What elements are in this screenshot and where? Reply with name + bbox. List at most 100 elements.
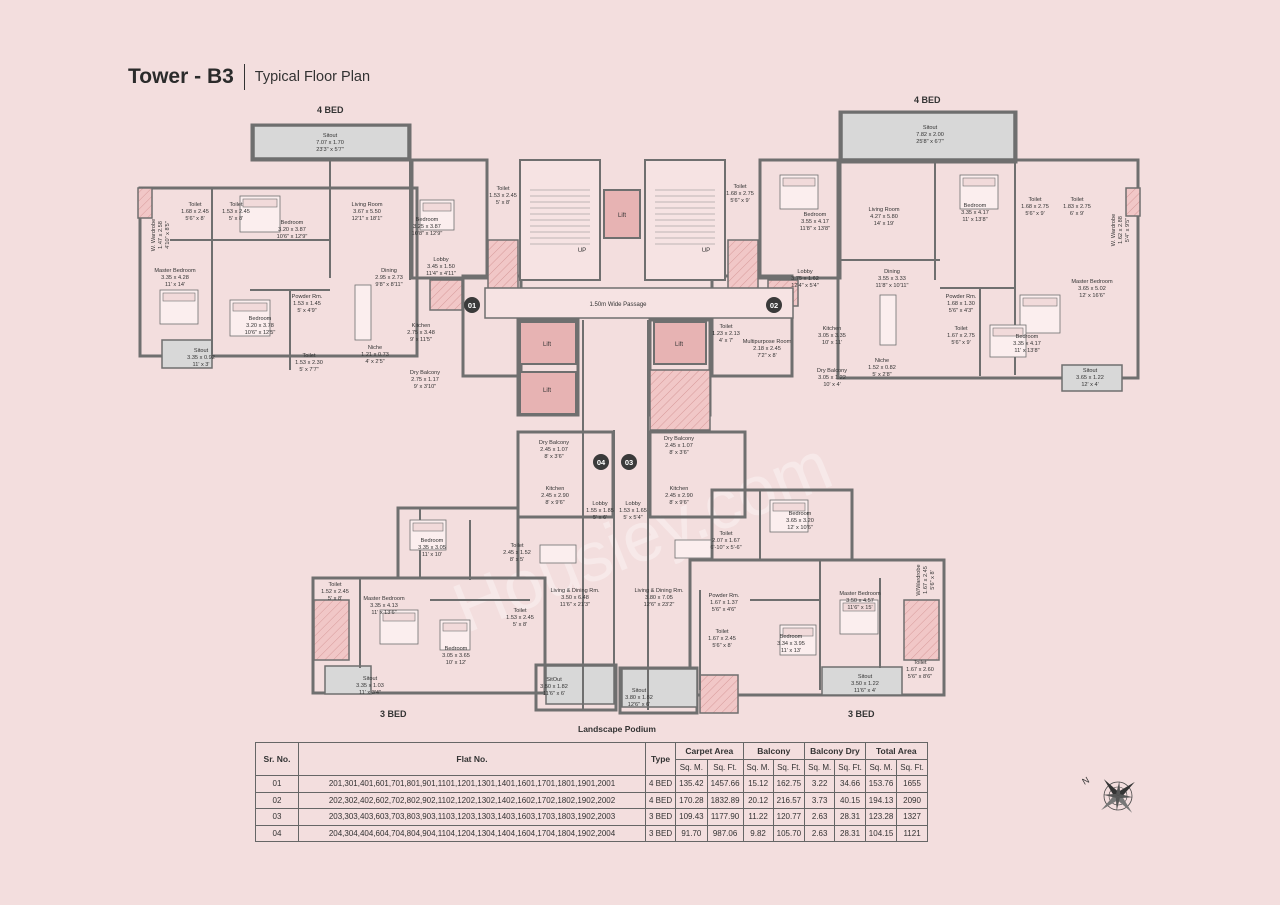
room-label-line: 3.35 x 1.03 [356,683,384,689]
unit-marker-badge [766,297,782,313]
unit-shell [648,430,747,519]
room-label-line: Toilet [954,326,968,332]
room-label-line: W/Wardrobe [916,564,922,595]
room-label-line: 1.67 x 1.37 [710,600,738,606]
room-label-line: 25'8" x 6'7" [916,139,944,145]
room-label-line: Toilet [1070,197,1084,203]
unit-shell [534,663,618,712]
room-label-line: 5'6" x 8' [930,570,936,589]
cell-bal-sqm: 11.22 [742,808,774,826]
unit-sqm: Sq. M. [742,758,774,776]
unit-marker-badge [621,454,637,470]
unit-marker-label: 01 [468,301,476,310]
room-label-line: 3.75 x 1.62 [791,276,819,282]
room-label-line: 11'4" x 4'11" [426,271,456,277]
room-label-line: 3.05 x 3.35 [818,333,846,339]
room-label-line: 11'6" x 4' [854,688,876,694]
room-label-line: 7'2" x 8' [757,353,776,359]
room-label-line: 2.45 x 1.52 [503,550,531,556]
room-label-line: 5'6" x 9' [1025,211,1044,217]
room-label-line: 3.34 x 3.95 [777,641,805,647]
room-label-line: Sitout [858,674,873,680]
shaft-hatch [313,599,350,661]
room-label-line: 4.27 x 5.80 [870,214,898,220]
cell-flats: 202,302,402,602,702,802,902,1102,1202,13… [298,791,646,809]
room-label-line: 5'6" x 4'6" [712,607,736,613]
cell-bal-sqft: 105.70 [772,824,806,842]
sitout [324,665,372,695]
pillow [382,612,416,622]
pillow [962,177,996,187]
cell-total-sqft: 1121 [896,824,928,842]
room-label-line: 7.82 x 2.00 [916,132,944,138]
unit-shell [836,158,1140,380]
room-label-line: 1.68 x 2.75 [1021,204,1049,210]
room-label-line: Kitchen [412,323,431,329]
lift-label: Lift [543,388,551,394]
room-label-line: Bedroom [421,538,444,544]
room-label-line: 12'1" x 18'1" [352,216,383,222]
room-label-line: 2.45 x 2.90 [541,493,569,499]
room-label-line: Toilet [328,582,342,588]
room-label-line: 10' x 4' [823,382,840,388]
room-label-line: 1.53 x 2.30 [295,360,323,366]
cell-bal-sqm: 20.12 [742,791,774,809]
room-label-line: 3.35 x 4.28 [161,275,189,281]
room-label-line: Multipurpose Room [743,339,792,345]
room-label-line: Dry Balcony [410,370,440,376]
room-label-line: 5'6" x 8' [185,216,204,222]
room-label-line: 5' x 4'9" [297,308,316,314]
pillow [162,292,196,302]
room-label-line: 1.53 x 2.45 [506,615,534,621]
room-label-line: 1.52 x 2.45 [321,589,349,595]
lift-label: Lift [543,342,551,348]
room-label-line: 2.95 x 2.73 [375,275,403,281]
pillow [1022,297,1058,307]
watermark: Housiey.com [442,425,842,647]
page-title: Tower - B3 [128,65,234,88]
room-label-line: 5'6" x 8' [712,643,731,649]
cell-dry-sqm: 2.63 [804,824,836,842]
room-label-line: Toilet [715,629,729,635]
room-label-line: 11' x 10' [422,552,442,558]
room-label-line: 2.45 x 1.07 [540,447,568,453]
room-label-line: 8' x 9'6" [545,500,564,506]
room-label-line: 3.80 x 1.82 [625,695,653,701]
unit-sqm: Sq. M. [864,758,898,776]
cell-total-sqm: 104.15 [864,824,898,842]
room-label-line: 8' x 9'6" [669,500,688,506]
room-label-line: 3.20 x 3.87 [278,227,306,233]
unit-marker-label: 03 [625,458,633,467]
cell-flats: 203,303,403,603,703,803,903,1103,1203,13… [298,808,646,826]
room-label-line: 1.68 x 1.30 [947,301,975,307]
room-label-line: Bedroom [445,646,468,652]
cell-carpet-sqm: 170.28 [675,791,708,809]
cell-sr: 03 [255,808,299,826]
room-label-line: Living & Dining Rm. [634,588,684,594]
room-label-line: 1.67 x 2.45 [708,636,736,642]
compass: N [1080,775,1135,813]
pillow [782,177,816,187]
room-label-line: 11' x 3'4" [359,690,381,696]
room-label-line: 1.67 x 2.45 [923,566,929,594]
room-label-line: Lobby [797,269,812,275]
cell-flats: 201,301,401,601,701,801,901,1101,1201,13… [298,775,646,793]
room-label-line: 3.50 x 6.48 [561,595,589,601]
unit-sqft: Sq. Ft. [896,758,928,776]
